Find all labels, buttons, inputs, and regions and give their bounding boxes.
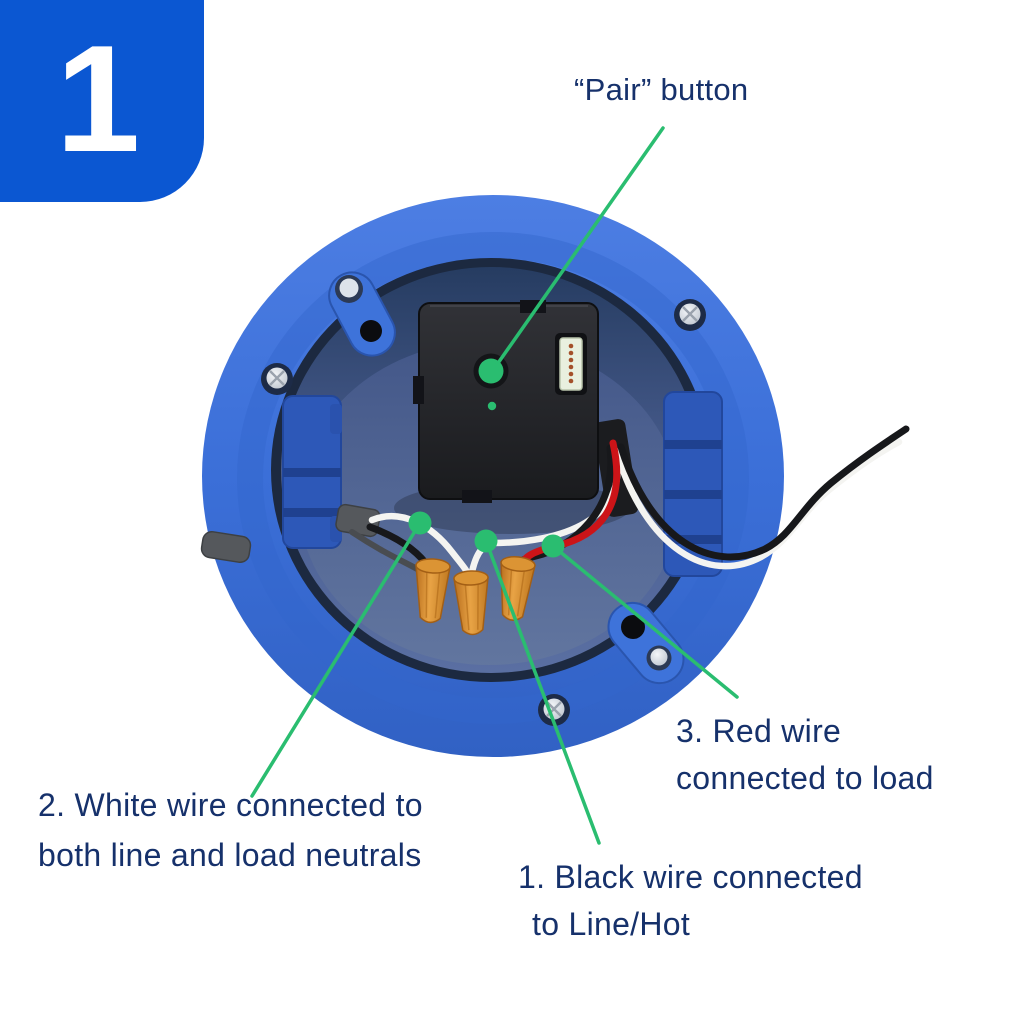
ring-screw-top-right	[674, 299, 706, 331]
label-white-wire-line2: both line and load neutrals	[38, 837, 422, 873]
wire-nut-middle	[453, 570, 489, 636]
ear-hole	[360, 320, 382, 342]
leader-line-pair-button	[494, 126, 665, 368]
leader-line-red-wire	[551, 544, 739, 699]
label-pair-button-text: “Pair” button	[574, 72, 749, 107]
module-left-notch	[413, 376, 424, 404]
label-black-wire: 1. Black wire connected to Line/Hot	[518, 854, 863, 948]
leader-line-black-wire	[484, 539, 601, 845]
wire-red-load	[517, 439, 621, 570]
callouts	[250, 126, 739, 845]
smart-module	[394, 300, 639, 534]
wire-white-exit	[613, 438, 903, 570]
label-red-wire-line2: connected to load	[676, 760, 934, 796]
module-bottom-notch	[462, 490, 492, 503]
mounting-ear-bottom-right	[607, 601, 685, 685]
bracket-right	[663, 391, 723, 577]
module-body	[418, 302, 599, 500]
bracket-left	[282, 395, 342, 549]
ear-hole	[621, 615, 645, 639]
cable-stub-left	[200, 530, 252, 564]
label-pair-button: “Pair” button	[574, 66, 748, 114]
step-number: 1	[55, 14, 141, 184]
leader-line-white-wire	[250, 521, 422, 798]
connector-strip	[555, 333, 587, 395]
status-led	[487, 401, 497, 411]
wire-black-exit	[617, 425, 910, 561]
label-white-wire: 2. White wire connected to both line and…	[38, 780, 423, 880]
label-black-wire-line1: 1. Black wire connected	[518, 859, 863, 895]
label-red-wire: 3. Red wire connected to load	[676, 708, 934, 802]
ear-screw	[650, 648, 668, 666]
label-black-wire-line2: to Line/Hot	[532, 906, 691, 942]
ring-screw-left	[261, 363, 293, 395]
wire-point-black	[474, 529, 498, 553]
step-number-badge: 1	[0, 0, 204, 202]
wire-point-white	[408, 511, 432, 535]
wire-point-red	[541, 534, 565, 558]
ear-screw	[339, 278, 359, 298]
pair-button	[473, 353, 509, 389]
wire-nut-left	[415, 558, 451, 624]
label-red-wire-line1: 3. Red wire	[676, 713, 842, 749]
mounting-ear-top-left	[328, 271, 396, 357]
label-white-wire-line1: 2. White wire connected to	[38, 787, 423, 823]
